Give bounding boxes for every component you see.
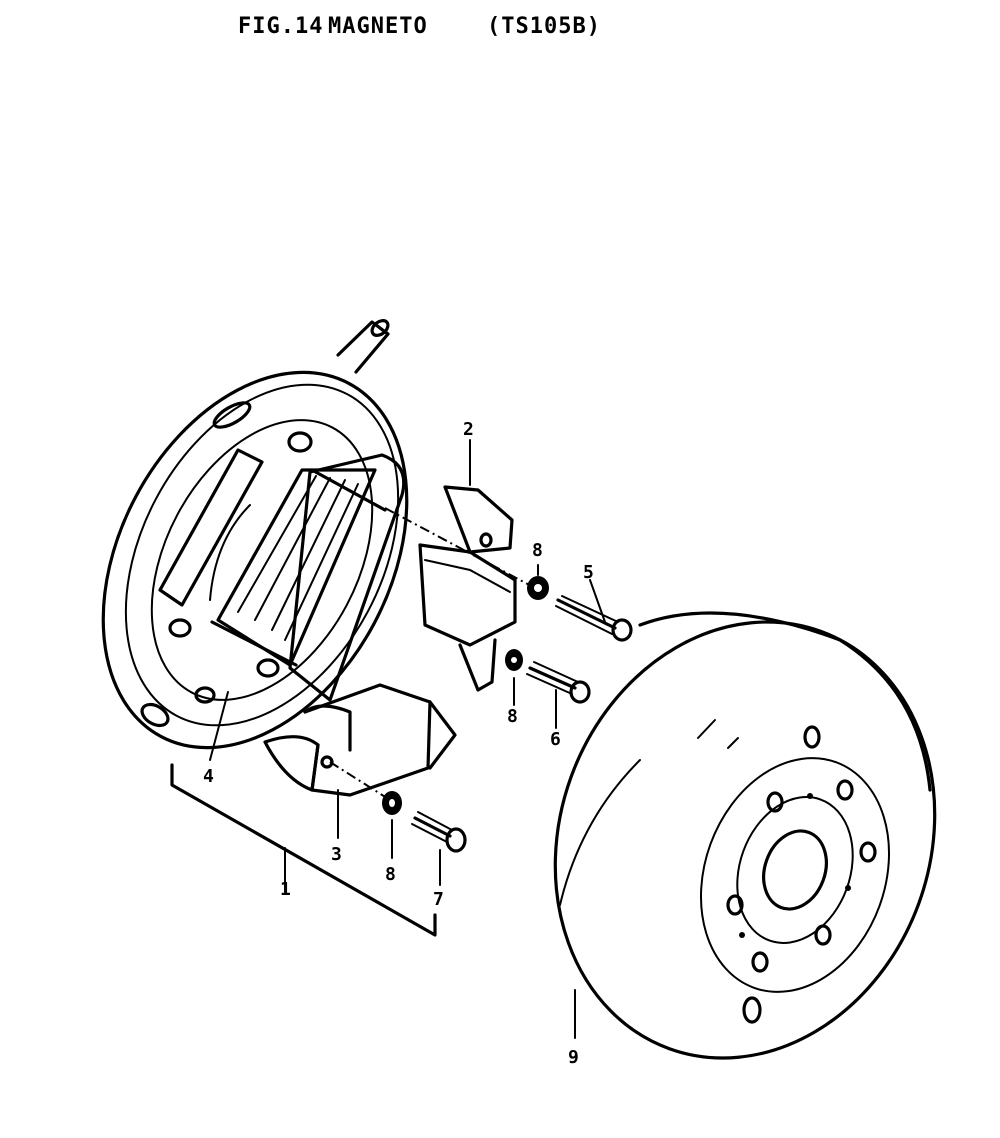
callout-2: 2 [463, 419, 474, 440]
figure-number: FIG.14 [238, 14, 324, 39]
callout-7: 7 [433, 889, 444, 910]
washer-upper [527, 576, 549, 600]
callout-8-middle: 8 [507, 706, 518, 727]
figure-model: (TS105B) [487, 14, 601, 39]
leader-lines [170, 439, 606, 1039]
stator-plate [101, 319, 409, 750]
screw-5 [555, 595, 633, 642]
callout-5: 5 [583, 562, 594, 583]
callout-8-lower: 8 [385, 864, 396, 885]
callout-8-upper: 8 [532, 540, 543, 561]
callouts: 2 8 5 8 6 4 3 8 7 1 9 [203, 419, 594, 1068]
screw-axis-line [384, 507, 536, 589]
condenser [263, 683, 457, 797]
callout-9: 9 [568, 1047, 579, 1068]
figure-title: FIG.14 MAGNETO (TS105B) [0, 14, 1000, 54]
condenser-axis-line [329, 761, 391, 801]
callout-6: 6 [550, 729, 561, 750]
callout-3: 3 [331, 844, 342, 865]
figure-name: MAGNETO [328, 14, 428, 39]
callout-1: 1 [280, 879, 291, 900]
callout-4: 4 [203, 766, 214, 787]
contact-points [418, 485, 517, 692]
coil [158, 448, 406, 702]
washer-lower [382, 791, 402, 815]
rotor [553, 611, 937, 1060]
screw-6 [526, 661, 591, 704]
washer-middle [505, 649, 523, 671]
screw-7 [411, 811, 467, 853]
